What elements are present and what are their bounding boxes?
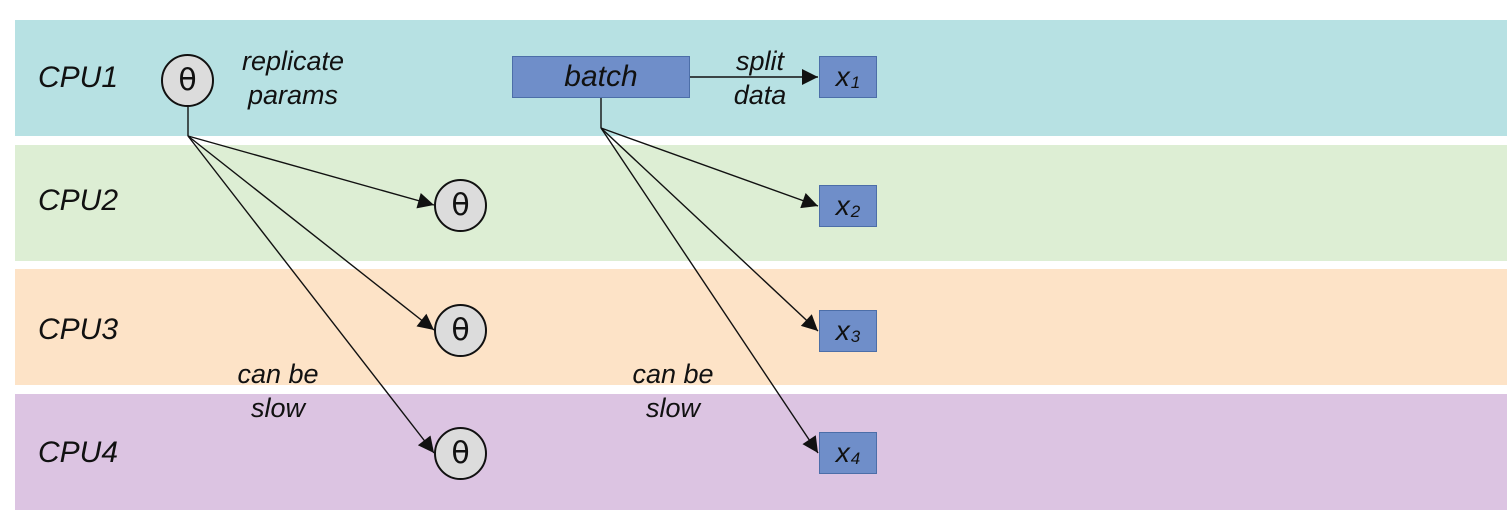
param-edge-cpu4 [187,135,435,454]
lane-label-cpu2: CPU2 [38,184,119,217]
shard-base: x [835,190,850,221]
note-line: replicate [241,46,345,76]
split-data-note: split data [715,44,805,112]
lane-cpu3 [15,269,1507,385]
shard-subscript: 4 [850,449,861,468]
param-edge-cpu3 [187,135,435,331]
lane-cpu1 [15,20,1507,136]
lane-label-cpu3: CPU3 [38,313,119,346]
split-edge-cpu2 [600,127,819,209]
param-node-cpu3: θ [434,304,487,357]
note-line: can be [237,359,319,389]
note-line: slow [645,393,700,423]
note-line: can be [632,359,714,389]
shard-subscript: 3 [850,327,861,346]
param-node-cpu1: θ [161,54,214,107]
can-be-slow-note-right: can be slow [613,357,733,425]
lane-label-cpu1: CPU1 [38,61,119,94]
split-edge-cpu4 [600,127,819,454]
shard-subscript: 2 [850,202,861,221]
shard-base: x [835,61,850,92]
shard-base: x [835,437,850,468]
shard-base: x [835,315,850,346]
param-node-cpu2: θ [434,179,487,232]
replicate-params-note: replicate params [228,44,358,112]
note-line: split [735,46,784,76]
note-line: data [733,80,787,110]
can-be-slow-note-left: can be slow [218,357,338,425]
note-line: slow [250,393,305,423]
split-edge-cpu3 [600,127,819,332]
param-edge-cpu2 [187,135,435,209]
param-node-cpu4: θ [434,427,487,480]
shard-subscript: 1 [850,73,861,92]
lane-label-cpu4: CPU4 [38,436,119,469]
batch-node: batch [512,56,690,98]
note-line: params [247,80,339,110]
lane-cpu2 [15,145,1507,261]
lane-cpu4 [15,394,1507,510]
